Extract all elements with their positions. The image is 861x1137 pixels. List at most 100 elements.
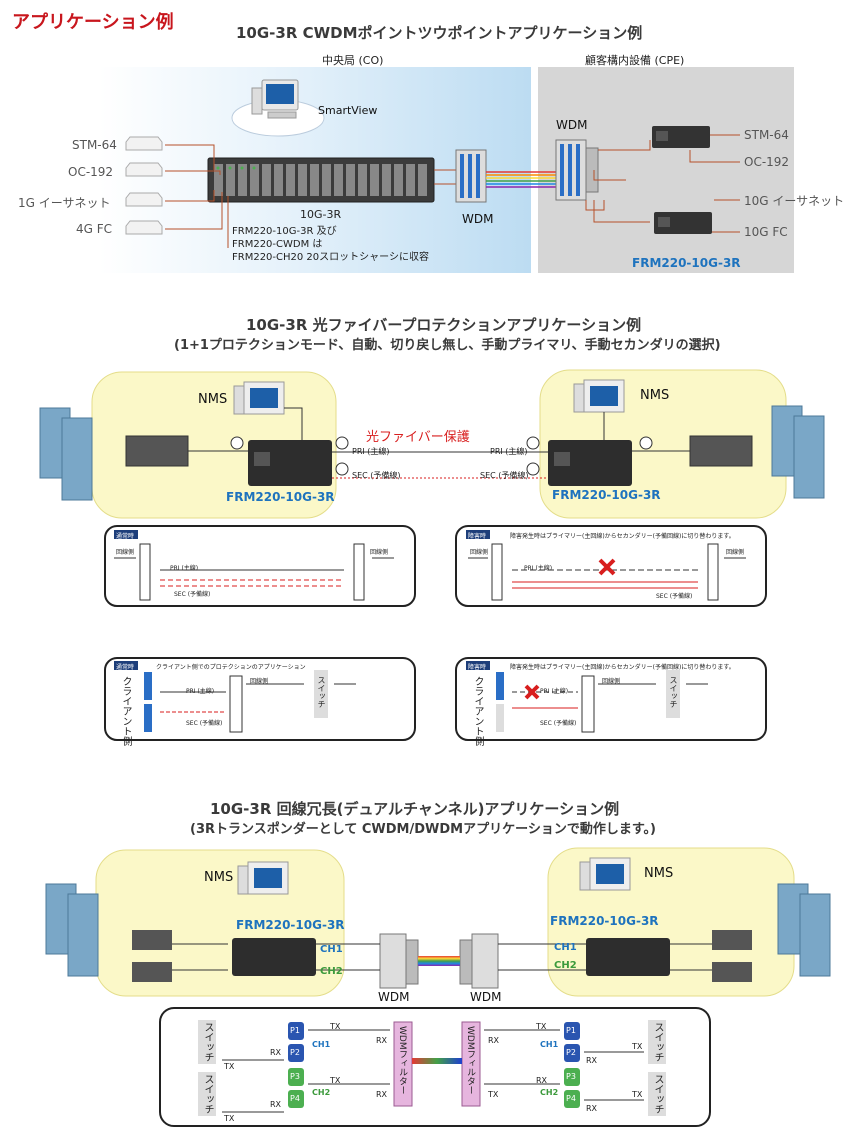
sec3-tx-3: TX (488, 1090, 499, 1099)
sec3-switch-1: スイッチ (202, 1074, 213, 1114)
sec3-rx-7: RX (586, 1104, 598, 1113)
sec3-nms-right: NMS (644, 866, 674, 881)
box1-line-label: 回線側 (116, 549, 135, 556)
sec3-ch1-box-left: CH1 (312, 1040, 331, 1049)
sec3-rx-4: RX (270, 1048, 282, 1057)
sec3-p2-right: P2 (566, 1048, 576, 1057)
right-port-2: 10G イーサネット (744, 194, 845, 208)
box1-sec: SEC (予備線) (174, 591, 211, 598)
sec3-tx-2: TX (536, 1022, 547, 1031)
sec-left: SEC (予備線) (352, 471, 401, 480)
note-line-0: FRM220-10G-3R 及び (232, 226, 337, 237)
right-port-1: OC-192 (744, 155, 790, 169)
sec3-rx-3: RX (536, 1076, 548, 1085)
box3-note: クライアント側でのプロテクションのアプリケーション (156, 664, 306, 671)
sec3-tx-0: TX (330, 1022, 341, 1031)
note-line-1: FRM220-CWDM は (232, 239, 323, 250)
wdm-left-label: WDM (462, 212, 494, 226)
box4-line-label: 回線側 (602, 678, 621, 685)
fiber-protection-label: 光ファイバー保護 (366, 430, 470, 445)
co-label: 中央局 (CO) (322, 54, 384, 67)
sec3-switch-3: スイッチ (652, 1074, 663, 1114)
left-port-1: OC-192 (68, 165, 114, 179)
section3-title: 10G-3R 回線冗長(デュアルチャンネル)アプリケーション例 (210, 800, 620, 818)
box3-pri: PRI (主線) (186, 688, 215, 695)
left-port-0: STM-64 (72, 138, 117, 152)
model-left: FRM220-10G-3R (226, 490, 335, 504)
box4-switch: スイッチ (669, 676, 678, 708)
sec3-p4-left: P4 (290, 1094, 300, 1103)
box1-line-label-right: 回線側 (370, 549, 389, 556)
box1-pri: PRI (主線) (170, 565, 199, 572)
sec3-p4-right: P4 (566, 1094, 576, 1103)
left-port-2: 1G イーサネット (18, 196, 111, 210)
sec3-rx-2: RX (488, 1036, 500, 1045)
sec3-ch2-left: CH2 (320, 966, 343, 977)
sec3-model-right: FRM220-10G-3R (550, 914, 659, 928)
box3-tag: 通常時 (116, 664, 135, 671)
sec3-rx-6: RX (586, 1056, 598, 1065)
sec3-wdm-right: WDM (470, 990, 502, 1004)
box2-line-label: 回線側 (470, 549, 489, 556)
sec3-rx-0: RX (376, 1036, 388, 1045)
sec3-p1-right: P1 (566, 1026, 576, 1035)
chassis-model: 10G-3R (300, 208, 342, 221)
sec3-p3-right: P3 (566, 1072, 576, 1081)
pri-left: PRI (主線) (352, 447, 390, 456)
sec3-ch2-right: CH2 (554, 960, 577, 971)
pri-right: PRI (主線) (490, 447, 528, 456)
sec3-ch1-box-right: CH1 (540, 1040, 559, 1049)
section1-title: 10G-3R CWDMポイントツウポイントアプリケーション例 (236, 24, 643, 42)
sec3-ch1-left: CH1 (320, 944, 343, 955)
sec3-ch2-box-right: CH2 (540, 1088, 559, 1097)
left-port-3: 4G FC (76, 222, 113, 236)
sec3-rx-5: RX (270, 1100, 282, 1109)
sec3-p2-left: P2 (290, 1048, 300, 1057)
section2-subtitle: (1+1プロテクションモード、自動、切り戻し無し、手動プライマリ、手動セカンダリ… (174, 338, 721, 353)
nms-right: NMS (640, 388, 670, 403)
model-right: FRM220-10G-3R (552, 488, 661, 502)
box3-client: クライアント側 (120, 676, 131, 746)
box2-tag: 障害時 (468, 533, 487, 540)
sec3-tx-7: TX (632, 1090, 643, 1099)
box3-sec: SEC (予備線) (186, 720, 223, 727)
sec3-nms-left: NMS (204, 870, 234, 885)
sec3-tx-6: TX (632, 1042, 643, 1051)
wdm-right-label: WDM (556, 118, 588, 132)
section2-title: 10G-3R 光ファイバープロテクションアプリケーション例 (246, 316, 642, 334)
sec3-tx-5: TX (224, 1114, 235, 1123)
right-port-3: 10G FC (744, 225, 788, 239)
sec3-p3-left: P3 (290, 1072, 300, 1081)
sec-right: SEC (予備線) (480, 471, 529, 480)
box3-switch: スイッチ (317, 676, 326, 708)
sec3-wdm-filter-left: WDMフィルター (397, 1026, 407, 1095)
sec3-wdm-filter-right: WDMフィルター (465, 1026, 475, 1095)
section3-subtitle: (3Rトランスポンダーとして CWDM/DWDMアプリケーションで動作します。) (190, 822, 656, 837)
sec3-ch1-right: CH1 (554, 942, 577, 953)
sec3-ch2-box-left: CH2 (312, 1088, 331, 1097)
note-line-2: FRM220-CH20 20スロットシャーシに収容 (232, 252, 429, 263)
cpe-label: 顧客構内設備 (CPE) (585, 54, 685, 67)
box4-sec: SEC (予備線) (540, 720, 577, 727)
sec3-tx-1: TX (330, 1076, 341, 1085)
box2-line-label-right: 回線側 (726, 549, 745, 556)
box4-tag: 障害時 (468, 664, 487, 671)
box2-sec: SEC (予備線) (656, 593, 693, 600)
box4-pri: PRI (主線) (540, 688, 569, 695)
sec3-switch-0: スイッチ (202, 1022, 213, 1062)
sec3-tx-4: TX (224, 1062, 235, 1071)
right-port-0: STM-64 (744, 128, 789, 142)
sec3-p1-left: P1 (290, 1026, 300, 1035)
sec3-switch-2: スイッチ (652, 1022, 663, 1062)
box2-note: 障害発生時はプライマリー(主回線)からセカンダリー(予備回線)に切り替わります。 (510, 533, 735, 540)
box4-client: クライアント側 (472, 676, 483, 746)
sec3-wdm-left: WDM (378, 990, 410, 1004)
sec3-model-left: FRM220-10G-3R (236, 918, 345, 932)
box2-pri: PRI (主線) (524, 565, 553, 572)
nms-left: NMS (198, 392, 228, 407)
cpe-model: FRM220-10G-3R (632, 256, 741, 270)
page-title: アプリケーション例 (12, 12, 174, 33)
